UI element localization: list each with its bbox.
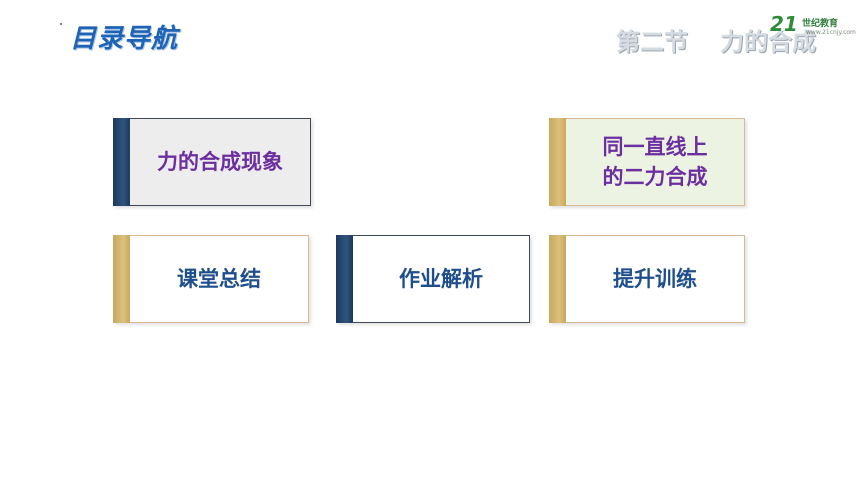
card-accent-bar xyxy=(549,118,566,206)
card-accent-bar xyxy=(113,235,130,323)
logo-sub: www.21cnjy.com xyxy=(806,29,856,36)
card-label: 提升训练 xyxy=(613,267,697,291)
card-label: 同一直线上 的二力合成 xyxy=(602,135,708,189)
card-label: 力的合成现象 xyxy=(157,150,283,174)
card-label: 作业解析 xyxy=(399,267,483,291)
card-accent-bar xyxy=(549,235,566,323)
section-number: 第二节 xyxy=(616,28,688,56)
nav-card-collinear-forces[interactable]: 同一直线上 的二力合成 xyxy=(549,118,745,206)
card-accent-bar xyxy=(336,235,353,323)
card-label: 课堂总结 xyxy=(177,267,261,291)
section-name: 力的合成 xyxy=(720,28,816,56)
nav-card-class-summary[interactable]: 课堂总结 xyxy=(113,235,309,323)
logo-text: 世纪教育 xyxy=(802,19,839,29)
nav-card-improvement-training[interactable]: 提升训练 xyxy=(549,235,745,323)
card-accent-bar xyxy=(113,118,130,206)
logo-mark: 21 xyxy=(770,12,798,36)
page-title: 目录导航 xyxy=(70,24,179,54)
nav-card-homework-analysis[interactable]: 作业解析 xyxy=(336,235,530,323)
logo: 21 世纪教育 www.21cnjy.com xyxy=(770,12,856,42)
title-dot xyxy=(60,23,62,25)
nav-card-force-composition-phenomenon[interactable]: 力的合成现象 xyxy=(113,118,311,206)
